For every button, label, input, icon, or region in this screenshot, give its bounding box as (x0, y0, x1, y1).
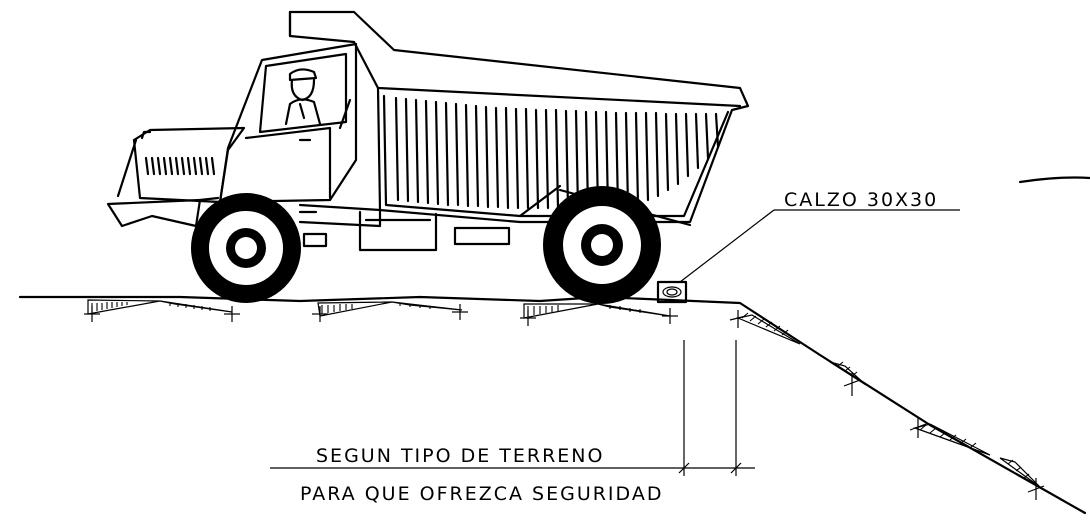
driver-figure (284, 68, 322, 126)
note-line-2: PARA QUE OFREZCA SEGURIDAD (300, 483, 663, 505)
wheel-wedge (656, 280, 688, 304)
distance-dimension (270, 340, 755, 476)
rear-wheel (543, 186, 661, 304)
slope-hatching (729, 310, 1045, 500)
dump-body (288, 10, 750, 227)
front-wheel (191, 193, 301, 303)
note-line-1: SEGUN TIPO DE TERRENO (316, 445, 604, 467)
soil-hatching (84, 299, 678, 326)
edge-arc (1018, 176, 1090, 184)
body-ribs (394, 96, 720, 210)
dump-truck (106, 10, 750, 304)
grille (144, 156, 216, 176)
ground (18, 295, 1087, 515)
wedge-leader (679, 209, 960, 283)
wedge-label: CALZO 30X30 (784, 189, 938, 211)
hood (106, 126, 246, 228)
